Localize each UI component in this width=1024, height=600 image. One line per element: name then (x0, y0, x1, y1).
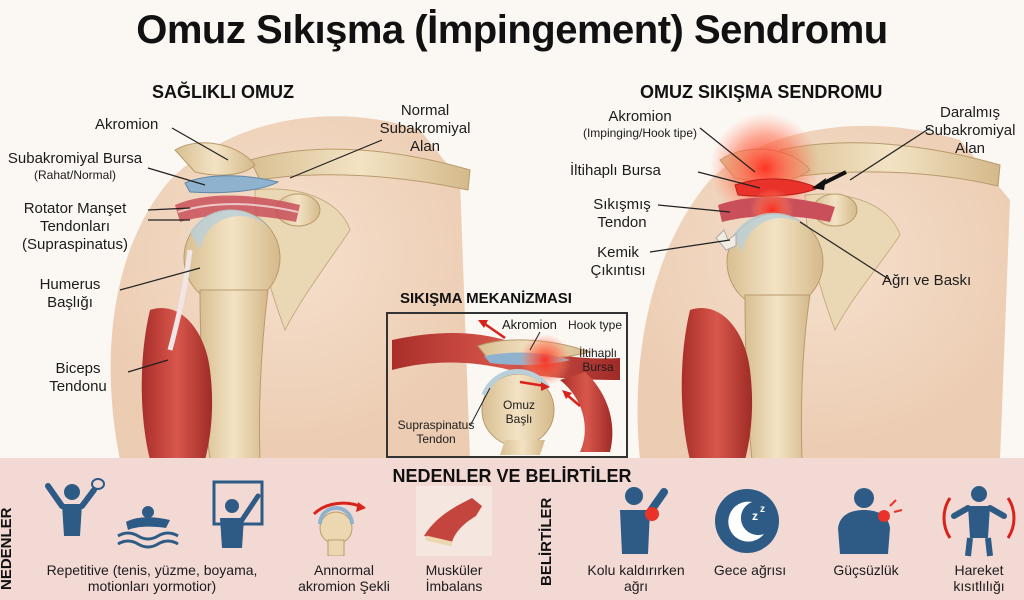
healthy-normal-line3: Alan (409, 138, 441, 155)
syndrome-leader-lines (649, 127, 931, 281)
mechanism-supra-line1: Supraspinatus (397, 418, 475, 432)
symptom-arm-line1: Kolu kaldırırken (587, 562, 685, 578)
healthy-biceps-line2: Tendonu (49, 378, 107, 395)
healthy-humerus-label: Humerus Başlığı (20, 276, 120, 312)
healthy-rotator-label: Rotator Manşet Tendonları (Supraspinatus… (0, 200, 150, 254)
syndrome-kemik-line1: Kemik (597, 244, 639, 261)
tennis-player-icon (45, 478, 105, 536)
bone-shoulder-icon (312, 501, 366, 556)
healthy-bursa-text: Subakromiyal Bursa (7, 150, 143, 167)
syndrome-kemik-line2: Çıkıntısı (590, 262, 646, 279)
belirtiler-vertical-label: BELİRTİLER (538, 497, 555, 586)
healthy-leader-lines (119, 127, 383, 373)
arm-pain-icon (620, 487, 668, 554)
symptom-motion-caption: Hareket kısıtlılığı (934, 562, 1024, 594)
mechanism-omuz-line1: Omuz (502, 398, 535, 412)
mechanism-heading: SIKIŞMA MEKANİZMASI (400, 290, 572, 307)
syndrome-daralmis-label: Daralmış Subakromiyal Alan (916, 104, 1024, 158)
cause-akromion-line1: Annormal (314, 562, 374, 578)
cause-repetitive-line2: motionları yormotior) (87, 578, 217, 594)
syndrome-daralmis-line2: Subakromiyal (924, 122, 1016, 139)
syndrome-agri-label: Ağrı ve Baskı (882, 272, 972, 289)
symptom-motion-line1: Hareket (954, 562, 1004, 578)
mechanism-bursa-line2: Bursa (582, 360, 614, 374)
symptom-motion-line2: kısıtlılığı (953, 578, 1005, 594)
page-title: Omuz Sıkışma (İmpingement) Sendromu (136, 8, 888, 52)
mechanism-inset (386, 312, 628, 458)
syndrome-daralmis-line3: Alan (954, 140, 986, 157)
cause-imbalans-line2: İmbalans (425, 578, 483, 594)
syndrome-tendon-label: Sıkışmış Tendon (582, 196, 662, 232)
healthy-rotator-line2: Tendonları (39, 218, 111, 235)
healthy-humerus-line2: Başlığı (47, 294, 93, 311)
svg-text:z: z (760, 504, 765, 515)
moon-sleep-icon: z z (715, 489, 779, 553)
weak-shoulder-icon (838, 488, 903, 554)
syndrome-tendon-line2: Tendon (597, 214, 647, 231)
syndrome-bursa-label: İltihaplı Bursa (570, 162, 661, 179)
symptom-night-caption: Gece ağrısı (713, 562, 787, 578)
cause-repetitive-caption: Repetitive (tenis, yüzme, boyama, motion… (22, 562, 282, 594)
healthy-bursa-sub: (Rahat/Normal) (33, 168, 117, 182)
mechanism-bursa-label: İltihaplı Bursa (568, 346, 628, 374)
mechanism-hook-label: Hook type (568, 318, 623, 332)
syndrome-tendon-line1: Sıkışmış (593, 196, 651, 213)
syndrome-shoulder-illustration (637, 113, 1010, 461)
nedenler-vertical-label: NEDENLER (0, 507, 15, 590)
healthy-biceps-label: Biceps Tendonu (28, 360, 128, 396)
healthy-normal-line2: Subakromiyal (379, 120, 471, 137)
syndrome-akromion-sub: (Impinging/Hook tipe) (582, 126, 698, 140)
symptom-arm-line2: ağrı (623, 578, 649, 594)
swimmer-icon (117, 506, 179, 549)
symptom-weakness-caption: Güçsüzlük (833, 562, 899, 578)
causes-symptoms-heading: NEDENLER VE BELİRTİLER (392, 466, 632, 486)
mechanism-akromion-label: Akromion (502, 317, 557, 332)
cause-akromion-line2: akromion Şekli (298, 578, 390, 594)
syndrome-kemik-label: Kemik Çıkıntısı (578, 244, 658, 280)
syndrome-heading: OMUZ SIKIŞMA SENDROMU (640, 82, 883, 102)
mechanism-omuz-line2: Başlı (505, 412, 533, 426)
healthy-rotator-line1: Rotator Manşet (23, 200, 127, 217)
healthy-humerus-line1: Humerus (39, 276, 101, 293)
syndrome-akromion-label: Akromion (Impinging/Hook tipe) (560, 108, 720, 140)
syndrome-akromion-text: Akromion (608, 108, 672, 125)
repetitive-icons (45, 478, 264, 549)
healthy-rotator-line3: (Supraspinatus) (22, 236, 128, 253)
healthy-akromion-label: Akromion (95, 116, 159, 133)
painter-icon (212, 480, 264, 548)
cause-imbalans-line1: Musküler (425, 562, 483, 578)
mechanism-illustration (392, 320, 620, 455)
cause-akromion-caption: Annormal akromion Şekli (284, 562, 404, 594)
svg-text:z: z (752, 509, 758, 523)
mechanism-omuz-label: Omuz Başlı (494, 398, 544, 426)
syndrome-daralmis-line1: Daralmış (939, 104, 1000, 121)
mechanism-supra-label: Supraspinatus Tendon (388, 418, 484, 446)
healthy-normal-line1: Normal (400, 102, 450, 119)
symptom-arm-caption: Kolu kaldırırken ağrı (566, 562, 706, 594)
cause-imbalans-caption: Musküler İmbalans (404, 562, 504, 594)
healthy-heading: SAĞLIKLI OMUZ (152, 82, 294, 102)
healthy-biceps-line1: Biceps (55, 360, 101, 377)
mechanism-supra-line2: Tendon (416, 432, 456, 446)
healthy-normal-space-label: Normal Subakromiyal Alan (360, 102, 490, 156)
healthy-bursa-label: Subakromiyal Bursa (Rahat/Normal) (0, 150, 150, 182)
restricted-motion-icon (942, 486, 1016, 557)
cause-repetitive-line1: Repetitive (tenis, yüzme, boyama, (46, 562, 258, 578)
mechanism-bursa-line1: İltihaplı (578, 346, 618, 360)
muscle-arm-icon (416, 486, 492, 556)
